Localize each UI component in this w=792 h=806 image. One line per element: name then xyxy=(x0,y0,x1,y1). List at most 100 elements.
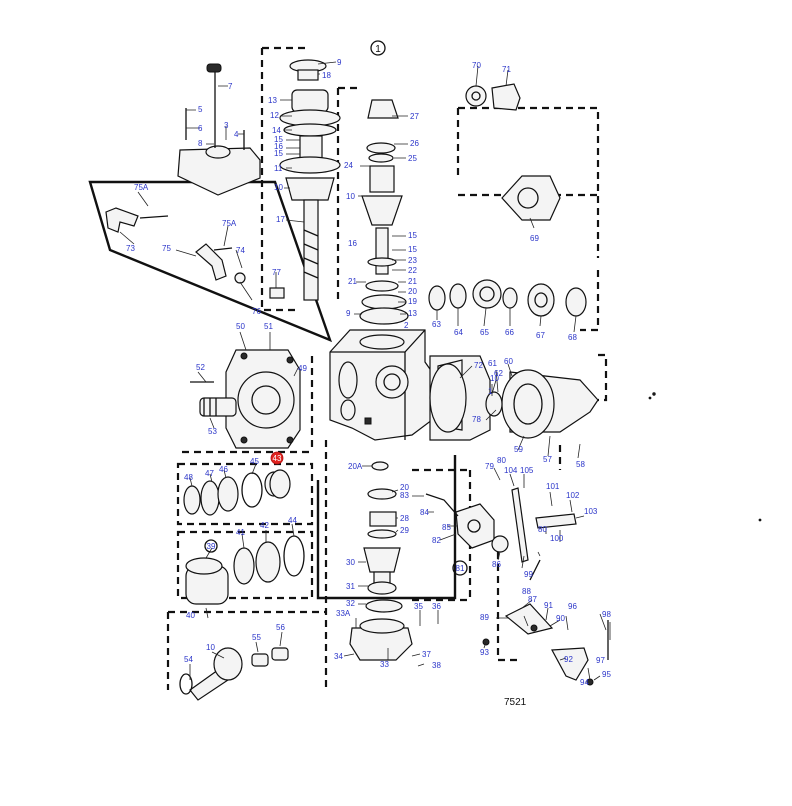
part-label[interactable]: 69 xyxy=(530,234,539,243)
part-label[interactable]: 67 xyxy=(536,331,545,340)
part-label[interactable]: 75 xyxy=(162,244,171,253)
part-label[interactable]: 13 xyxy=(408,309,417,318)
part-label[interactable]: 56 xyxy=(276,623,285,632)
part-label[interactable]: 33A xyxy=(336,609,351,618)
part-label[interactable]: 82 xyxy=(432,536,441,545)
part-label[interactable]: 59 xyxy=(514,445,523,454)
part-label[interactable]: 5 xyxy=(198,105,203,114)
part-label[interactable]: 21 xyxy=(348,277,357,286)
part-label[interactable]: 52 xyxy=(196,363,205,372)
part-label[interactable]: 2 xyxy=(404,321,409,330)
part-label[interactable]: 8 xyxy=(198,139,203,148)
part-label[interactable]: 31 xyxy=(346,582,355,591)
part-label[interactable]: 10 xyxy=(346,192,355,201)
part-label[interactable]: 94 xyxy=(580,678,589,687)
part-label[interactable]: 51 xyxy=(264,322,273,331)
part-label[interactable]: 62 xyxy=(494,369,503,378)
part-label[interactable]: 26 xyxy=(410,139,419,148)
part-label[interactable]: 40 xyxy=(186,611,195,620)
part-label[interactable]: 7 xyxy=(228,82,233,91)
part-label[interactable]: 20 xyxy=(408,287,417,296)
part-label[interactable]: 44 xyxy=(288,516,297,525)
part-label[interactable]: 86 xyxy=(492,560,501,569)
part-label[interactable]: 64 xyxy=(454,328,463,337)
part-label[interactable]: 60 xyxy=(504,357,513,366)
part-label[interactable]: 103 xyxy=(584,507,598,516)
part-label[interactable]: 16 xyxy=(274,142,283,151)
part-label[interactable]: 1 xyxy=(488,387,493,396)
part-label[interactable]: 71 xyxy=(502,65,511,74)
part-label[interactable]: 15 xyxy=(408,231,417,240)
part-label[interactable]: 36 xyxy=(432,602,441,611)
part-label[interactable]: 15 xyxy=(274,135,283,144)
part-label[interactable]: 23 xyxy=(408,256,417,265)
part-label[interactable]: 58 xyxy=(576,460,585,469)
part-label[interactable]: 96 xyxy=(568,602,577,611)
part-label[interactable]: 89 xyxy=(480,613,489,622)
part-label[interactable]: 57 xyxy=(543,455,552,464)
part-label[interactable]: 11 xyxy=(274,164,283,173)
part-label[interactable]: 48 xyxy=(184,473,193,482)
part-label[interactable]: 33 xyxy=(380,660,389,669)
part-label[interactable]: 20 xyxy=(400,483,409,492)
part-label[interactable]: 3 xyxy=(224,121,229,130)
part-label[interactable]: 17 xyxy=(276,215,285,224)
part-label[interactable]: 83 xyxy=(400,491,409,500)
part-label[interactable]: 92 xyxy=(564,655,573,664)
part-label[interactable]: 100 xyxy=(550,534,564,543)
part-label[interactable]: 16 xyxy=(348,239,357,248)
part-label[interactable]: 102 xyxy=(566,491,580,500)
part-label[interactable]: 34 xyxy=(334,652,343,661)
part-label[interactable]: 14 xyxy=(272,126,281,135)
part-label[interactable]: 45 xyxy=(250,457,259,466)
part-label[interactable]: 10 xyxy=(274,183,283,192)
part-label[interactable]: 70 xyxy=(472,61,481,70)
part-label[interactable]: 25 xyxy=(408,154,417,163)
part-label[interactable]: 19 xyxy=(408,297,417,306)
part-label[interactable]: 91 xyxy=(544,601,553,610)
part-label[interactable]: 10 xyxy=(490,374,499,383)
part-label[interactable]: 39 xyxy=(207,542,216,551)
part-label[interactable]: 104 xyxy=(504,466,518,475)
part-label[interactable]: 41 xyxy=(236,528,245,537)
part-label[interactable]: 47 xyxy=(205,469,214,478)
part-label[interactable]: 65 xyxy=(480,328,489,337)
part-label[interactable]: 18 xyxy=(322,71,331,80)
part-label[interactable]: 72 xyxy=(474,361,483,370)
part-label[interactable]: 80 xyxy=(538,525,547,534)
part-label[interactable]: 61 xyxy=(488,359,497,368)
part-label[interactable]: 4 xyxy=(234,130,239,139)
part-label[interactable]: 88 xyxy=(522,587,531,596)
part-label[interactable]: 55 xyxy=(252,633,261,642)
part-label[interactable]: 77 xyxy=(272,268,281,277)
part-label[interactable]: 49 xyxy=(298,364,307,373)
part-label[interactable]: 93 xyxy=(480,648,489,657)
part-label[interactable]: 35 xyxy=(414,602,423,611)
part-label[interactable]: 85 xyxy=(442,523,451,532)
part-label[interactable]: 73 xyxy=(126,244,135,253)
part-label[interactable]: 84 xyxy=(420,508,429,517)
part-label[interactable]: 80 xyxy=(497,456,506,465)
part-label[interactable]: 78 xyxy=(472,415,481,424)
part-label[interactable]: 66 xyxy=(505,328,514,337)
part-label[interactable]: 95 xyxy=(602,670,611,679)
part-label[interactable]: 20A xyxy=(348,462,363,471)
part-label[interactable]: 21 xyxy=(408,277,417,286)
part-label[interactable]: 30 xyxy=(346,558,355,567)
part-label[interactable]: 68 xyxy=(568,333,577,342)
part-label[interactable]: 27 xyxy=(410,112,419,121)
part-label[interactable]: 101 xyxy=(546,482,560,491)
part-label[interactable]: 28 xyxy=(400,514,409,523)
part-label[interactable]: 90 xyxy=(556,614,565,623)
part-label[interactable]: 50 xyxy=(236,322,245,331)
part-label[interactable]: 74 xyxy=(236,246,245,255)
part-label[interactable]: 76 xyxy=(252,307,261,316)
part-label[interactable]: 46 xyxy=(219,465,228,474)
part-label[interactable]: 32 xyxy=(346,599,355,608)
part-label[interactable]: 75A xyxy=(134,183,149,192)
part-label[interactable]: 22 xyxy=(408,266,417,275)
part-label[interactable]: 97 xyxy=(596,656,605,665)
part-label[interactable]: 15 xyxy=(408,245,417,254)
part-label[interactable]: 42 xyxy=(260,521,269,530)
part-label[interactable]: 99 xyxy=(524,570,533,579)
